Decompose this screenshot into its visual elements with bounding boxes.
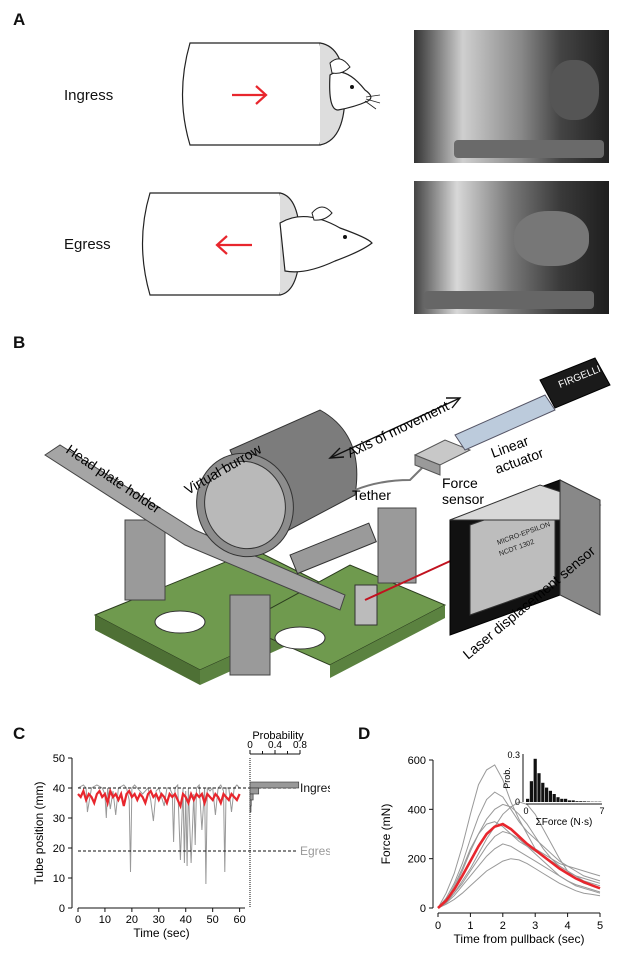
c-y-tick-label: 30 (53, 813, 65, 825)
inset-bar (526, 798, 530, 802)
c-y-tick-label: 0 (59, 903, 65, 915)
inset-x-axis-label: ΣForce (N·s) (536, 817, 593, 828)
c-x-tick-label: 40 (180, 914, 192, 926)
c-hist-bar (249, 793, 254, 801)
c-series-line (77, 787, 241, 810)
c-y-axis-label: Tube position (mm) (32, 782, 46, 885)
c-x-tick-label: 60 (233, 914, 245, 926)
inset-y-tick-label: 0 (515, 797, 520, 807)
c-reference-label: Ingress (300, 781, 330, 795)
panel-b-letter: B (13, 333, 26, 352)
d-trial-line (437, 843, 601, 909)
c-hist-bar (249, 799, 252, 807)
inset-bar (579, 801, 583, 802)
d-x-tick-label: 3 (532, 920, 538, 932)
inset-bar (583, 801, 587, 802)
inset-bar (560, 798, 564, 802)
c-x-tick-label: 10 (99, 914, 111, 926)
c-x-tick-label: 20 (126, 914, 138, 926)
inset-bar (556, 797, 560, 802)
c-y-tick-label: 50 (53, 753, 65, 765)
d-y-tick-label: 400 (408, 804, 426, 816)
c-x-tick-label: 0 (75, 914, 81, 926)
inset-bar (537, 773, 541, 802)
c-series-line (77, 783, 240, 885)
c-hist-tick-label: 0 (247, 740, 253, 751)
d-y-tick-label: 200 (408, 854, 426, 866)
d-trial-line (437, 791, 601, 909)
inset-bar (564, 798, 568, 802)
egress-label: Egress (64, 236, 111, 253)
inset-bar (567, 800, 571, 802)
ingress-label: Ingress (64, 87, 114, 104)
ingress-burrow-illustration (181, 42, 381, 146)
inset-y-axis-label: Prob. (502, 767, 512, 789)
d-x-tick-label: 5 (597, 920, 603, 932)
d-x-tick-label: 1 (467, 920, 473, 932)
ingress-photo (414, 30, 609, 163)
inset-bar (571, 800, 575, 802)
apparatus-diagram: Head plate holder Virtual burrow Axis of… (44, 357, 611, 685)
inset-x-tick-label: 0 (523, 806, 528, 816)
panel-a-letter: A (13, 10, 26, 29)
inset-bar (545, 787, 549, 802)
inset-bar (575, 801, 579, 802)
c-reference-label: Egress (300, 844, 330, 858)
egress-burrow-illustration (141, 192, 373, 296)
d-trial-line (437, 764, 601, 909)
inset-bar (548, 790, 552, 802)
label-force-sensor-1: Force (442, 475, 478, 491)
label-head-plate-holder: Head plate holder (63, 441, 164, 516)
d-x-tick-label: 2 (500, 920, 506, 932)
d-x-tick-label: 0 (435, 920, 441, 932)
inset-bar (533, 758, 537, 802)
c-hist-tick-label: 0.4 (268, 740, 282, 751)
label-tether: Tether (352, 487, 391, 503)
panel-c-letter: C (13, 724, 26, 743)
d-trial-line (437, 821, 601, 909)
inset-bar (541, 782, 545, 802)
inset-x-tick-label: 7 (599, 806, 604, 816)
c-y-tick-label: 40 (53, 783, 65, 795)
d-mean-line (437, 822, 601, 909)
d-y-axis-label: Force (mN) (379, 804, 393, 865)
d-trial-line (437, 830, 601, 909)
c-hist-bar (249, 805, 252, 813)
c-hist-title: Probability (252, 730, 304, 742)
egress-photo (414, 181, 609, 314)
d-y-tick-label: 0 (420, 903, 426, 915)
d-trial-line (437, 858, 601, 909)
c-hist-bar (249, 787, 260, 795)
d-y-tick-label: 600 (408, 755, 426, 767)
c-y-tick-label: 20 (53, 843, 65, 855)
c-y-tick-label: 10 (53, 873, 65, 885)
inset-y-tick-label: 0.3 (507, 750, 520, 760)
c-x-tick-label: 30 (153, 914, 165, 926)
c-hist-bar (249, 781, 300, 789)
d-x-axis-label: Time from pullback (sec) (454, 932, 585, 946)
c-x-axis-label: Time (sec) (133, 926, 189, 940)
c-x-tick-label: 50 (207, 914, 219, 926)
panel-d-letter: D (358, 724, 371, 743)
d-x-tick-label: 4 (565, 920, 571, 932)
inset-bar (552, 794, 556, 802)
label-force-sensor-2: sensor (442, 491, 484, 507)
inset-bar (529, 781, 533, 802)
c-hist-tick-label: 0.8 (293, 740, 307, 751)
